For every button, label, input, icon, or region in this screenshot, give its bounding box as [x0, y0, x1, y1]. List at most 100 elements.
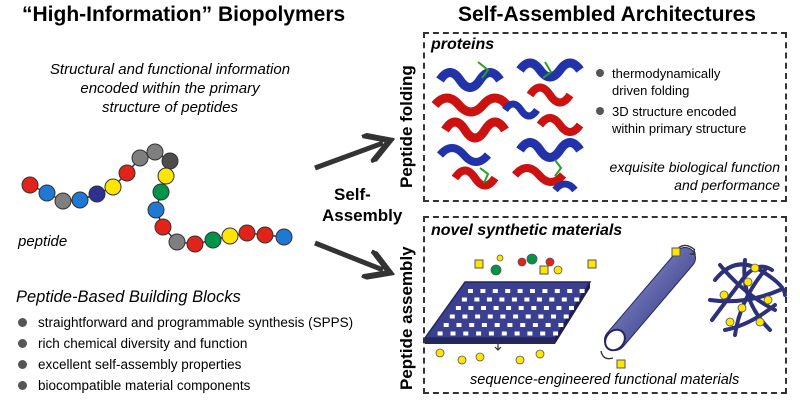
sheet-pore	[474, 297, 480, 302]
arrow-to-assembly	[314, 240, 383, 270]
sheet-pore	[481, 306, 486, 310]
sheet-pore	[556, 306, 562, 310]
sheet-pore	[493, 306, 499, 310]
list-item: excellent self-assembly properties	[16, 354, 353, 375]
sheet-pore	[486, 297, 492, 302]
materials-caption: sequence-engineered functional materials	[470, 372, 740, 388]
amino-acid-bead	[104, 178, 122, 196]
sheet-pore	[469, 323, 475, 327]
sheet-pore	[475, 314, 481, 319]
sheet-pore	[525, 314, 531, 319]
building-blocks-list: straightforward and programmable synthes…	[16, 312, 353, 396]
sheet-pore	[527, 331, 533, 336]
bullet-icon	[596, 69, 604, 77]
protein-ribbons	[431, 58, 584, 193]
sheet-pore	[480, 289, 486, 293]
bullet-icon	[18, 381, 27, 390]
bullet-icon	[18, 318, 27, 327]
amino-acid-bead	[256, 226, 274, 244]
amino-acid-bead	[154, 218, 172, 236]
sheet-pore	[462, 314, 468, 319]
sheet-pore	[449, 314, 455, 319]
amino-acid-bead	[131, 149, 149, 167]
sheet-pore	[530, 289, 535, 293]
amino-acid-bead	[54, 192, 72, 210]
amino-acid-bead	[118, 164, 136, 182]
sheet-pore	[517, 289, 523, 293]
sheet-pore	[569, 306, 574, 310]
sheet-pore	[492, 289, 498, 293]
amino-acid-bead	[157, 167, 175, 185]
sheet-pore	[481, 323, 487, 327]
proteins-title: proteins	[431, 36, 495, 53]
sheet-pore	[574, 297, 580, 302]
amino-acid-bead	[168, 233, 186, 251]
caption-line: exquisite biological function	[609, 159, 780, 175]
sheet-pore	[532, 323, 538, 327]
sheet-pore	[494, 323, 500, 327]
sheet-pore	[518, 306, 524, 310]
sheet-pore	[561, 297, 567, 302]
sheet-pore	[511, 297, 517, 302]
amino-acid-bead	[21, 176, 39, 194]
sheet-pore	[501, 331, 507, 336]
arrow-to-folding	[314, 143, 383, 171]
sheet-pore	[543, 306, 549, 310]
right-heading: Self-Assembled Architectures	[458, 3, 756, 26]
bullet-icon	[18, 360, 27, 369]
sheet-pore	[487, 314, 493, 319]
peptide-label: peptide	[18, 233, 68, 250]
amino-acid-bead	[88, 185, 106, 203]
sheet-pore	[520, 323, 526, 327]
description-line: encoded within the primary	[80, 80, 260, 97]
proteins-panel	[423, 32, 787, 202]
description-line: structure of peptides	[102, 99, 238, 116]
sheet-pore	[563, 314, 569, 319]
sheet-pore	[505, 289, 511, 293]
building-blocks-title: Peptide-Based Building Blocks	[16, 288, 241, 306]
perforated-sheet	[423, 281, 592, 344]
sheet-pore	[443, 323, 449, 327]
list-item: straightforward and programmable synthes…	[16, 312, 353, 333]
sheet-pore	[538, 314, 544, 319]
protein-caption: exquisite biological function and perfor…	[580, 158, 780, 194]
amino-acid-bead	[152, 183, 170, 201]
sheet-pore	[499, 297, 505, 302]
sheet-pore	[558, 323, 564, 327]
sheet-pore	[461, 297, 467, 302]
sheet-pore	[551, 314, 556, 319]
sheet-pore	[545, 323, 551, 327]
sheet-pore	[476, 331, 482, 336]
amino-acid-bead	[186, 235, 204, 253]
sheet-pore	[540, 331, 546, 336]
fiber-network	[708, 258, 787, 337]
description-line: Structural and functional information	[49, 61, 291, 78]
self-assembly-line1: Self-	[334, 185, 371, 204]
sheet-pore	[514, 331, 520, 336]
peptide-description: Structural and functional information en…	[20, 60, 320, 117]
sheet-pore	[488, 331, 494, 336]
amino-acid-bead	[275, 228, 293, 246]
sheet-pore	[553, 331, 559, 336]
amino-acid-bead	[147, 201, 165, 219]
amino-acid-bead	[221, 227, 239, 245]
sheet-pore	[549, 297, 555, 302]
nanotube	[600, 244, 696, 360]
sheet-pore	[456, 323, 462, 327]
functional-markers	[435, 247, 773, 369]
sheet-pore	[542, 289, 548, 293]
sheet-pore	[507, 323, 513, 327]
sheet-pore	[531, 306, 537, 310]
sheet-pore	[579, 289, 585, 293]
sheet-pore	[567, 289, 573, 293]
amino-acid-bead	[38, 184, 56, 202]
amino-acid-bead	[204, 231, 222, 249]
left-heading: “High-Information” Biopolymers	[22, 3, 346, 26]
sheet-pore	[463, 331, 469, 336]
amino-acid-bead	[71, 191, 89, 209]
